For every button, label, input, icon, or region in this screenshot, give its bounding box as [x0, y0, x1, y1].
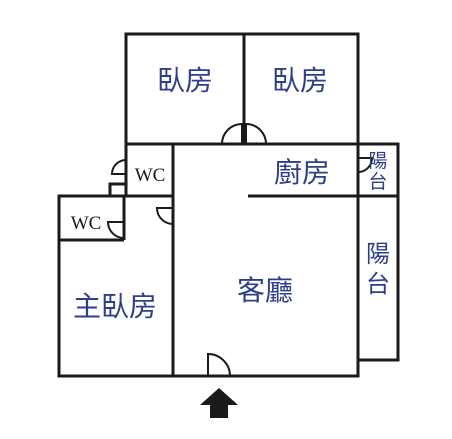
balcony-small-glyph: 台: [368, 171, 387, 193]
kitchen-label: 廚房: [274, 156, 330, 189]
balcony-large-glyph: 陽: [366, 240, 390, 268]
interior-walls: [59, 34, 398, 242]
wc-upper-label: WC: [135, 165, 166, 186]
bedroom-1-label: 臥房: [157, 64, 213, 97]
room-labels: 臥房 臥房 廚房 WC WC 主臥房 客廳 陽台 陽台: [71, 64, 390, 323]
door-wc-upper: [110, 159, 127, 175]
balcony-large-label: 陽台: [366, 240, 390, 298]
living-room-label: 客廳: [237, 274, 293, 307]
door-bedroom-left: [221, 122, 243, 145]
door-balcony-small: [357, 157, 374, 173]
door-master: [155, 207, 174, 225]
balcony-small-glyph: 陽: [368, 150, 387, 172]
up-arrow-icon: [200, 388, 238, 418]
doors: [106, 122, 374, 377]
master-bedroom-label: 主臥房: [73, 290, 157, 323]
bedroom-2-label: 臥房: [272, 64, 328, 97]
door-wc-lower: [106, 221, 125, 239]
balcony-small-label: 陽台: [368, 150, 387, 193]
balcony-large-glyph: 台: [366, 270, 390, 298]
wc-lower-label: WC: [71, 213, 102, 234]
balcony-column: [356, 142, 400, 362]
door-entrance: [207, 352, 231, 377]
door-bedroom-right: [245, 122, 267, 145]
outer-walls: [57, 32, 400, 378]
master-block: [57, 194, 175, 378]
